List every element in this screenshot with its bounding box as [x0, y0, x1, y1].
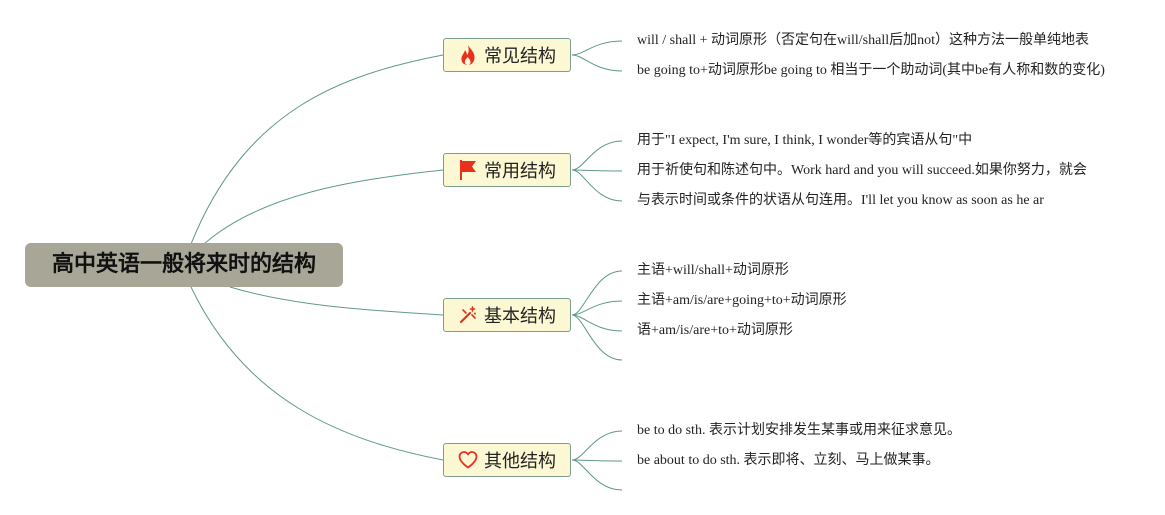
leaf-text[interactable]: be to do sth. 表示计划安排发生某事或用来征求意见。: [637, 423, 961, 438]
branch-to-leaf-connector: [571, 54, 623, 72]
root-topic[interactable]: 高中英语一般将来时的结构: [25, 243, 343, 287]
branch-to-leaf-connector: [571, 140, 623, 171]
branch-to-leaf-connector: [571, 314, 623, 332]
branch-to-leaf-connector: [571, 40, 623, 56]
branch-to-leaf-connector: [571, 270, 623, 316]
branch-label: 常见结构: [484, 46, 556, 67]
flag-icon: [458, 159, 478, 181]
leaf-text[interactable]: 用于祈使句和陈述句中。Work hard and you will succee…: [637, 163, 1087, 178]
leaf-text[interactable]: be going to+动词原形be going to 相当于一个助动词(其中b…: [637, 63, 1105, 78]
branch-common-structure[interactable]: 常见结构: [443, 38, 571, 72]
leaf-text[interactable]: 与表示时间或条件的状语从句连用。I'll let you know as soo…: [637, 193, 1044, 208]
root-to-branch-connector: [190, 286, 444, 461]
branch-label: 其他结构: [484, 451, 556, 472]
branch-label: 常用结构: [484, 161, 556, 182]
branch-to-leaf-connector: [571, 459, 623, 491]
branch-to-leaf-connector: [571, 169, 623, 172]
branch-other-structure[interactable]: 其他结构: [443, 443, 571, 477]
branch-to-leaf-connector: [571, 169, 623, 202]
branch-to-leaf-connector: [571, 459, 623, 462]
root-to-branch-connector: [190, 54, 444, 245]
leaf-text[interactable]: 主语+will/shall+动词原形: [637, 263, 789, 278]
branch-basic-structure[interactable]: 基本结构: [443, 298, 571, 332]
leaf-text[interactable]: 用于"I expect, I'm sure, I think, I wonder…: [637, 133, 973, 148]
leaf-text[interactable]: be about to do sth. 表示即将、立刻、马上做某事。: [637, 453, 940, 468]
magic-wand-icon: [458, 304, 478, 326]
branch-to-leaf-connector: [571, 300, 623, 316]
fire-icon: [458, 44, 478, 66]
branch-frequent-structure[interactable]: 常用结构: [443, 153, 571, 187]
branch-label: 基本结构: [484, 306, 556, 327]
leaf-text[interactable]: 主语+am/is/are+going+to+动词原形: [637, 293, 847, 308]
heart-icon: [458, 449, 478, 471]
leaf-text[interactable]: will / shall + 动词原形（否定句在will/shall后加not）…: [637, 33, 1090, 48]
branch-to-leaf-connector: [571, 430, 623, 461]
leaf-text[interactable]: 语+am/is/are+to+动词原形: [637, 323, 793, 338]
branch-to-leaf-connector: [571, 314, 623, 361]
root-to-branch-connector: [203, 169, 444, 245]
root-to-branch-connector: [229, 286, 444, 316]
